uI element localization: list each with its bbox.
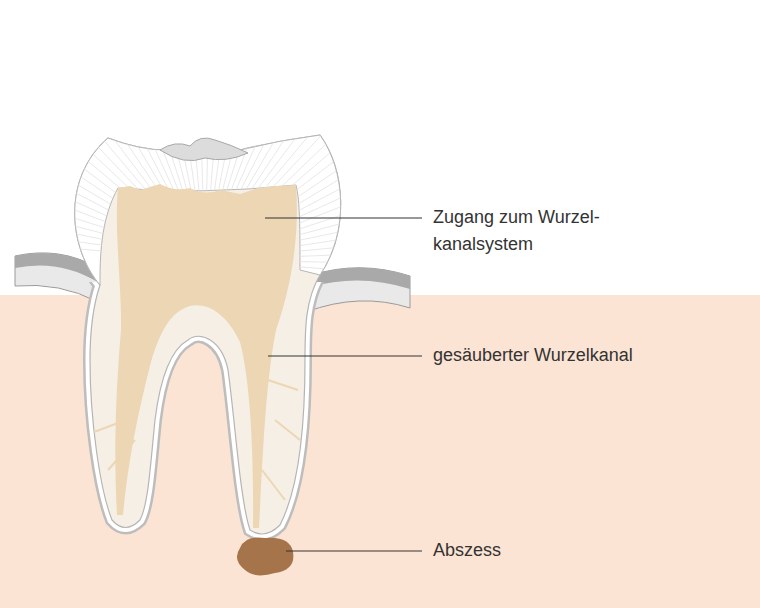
gum-right [306, 268, 410, 312]
part-label: Zugang zum Wurzel- kanalsystem [433, 204, 623, 258]
leader-line [286, 550, 422, 551]
abscess [237, 537, 293, 575]
accessory-canals [94, 380, 300, 500]
periodontal-gap [75, 282, 341, 534]
enamel-stripe [176, 62, 196, 201]
enamel-stripe [213, 62, 232, 201]
enamel-stripe [199, 60, 203, 200]
enamel-stripe [144, 70, 187, 203]
enamel-stripe [155, 66, 190, 201]
part-label: gesäuberter Wurzelkanal [433, 342, 633, 369]
part-label: Abszess [433, 537, 501, 564]
leader-line [268, 355, 422, 356]
enamel-stripe [165, 64, 193, 201]
enamel-stripe [223, 69, 265, 203]
enamel-stripe [229, 77, 285, 205]
gum-right-edge [310, 268, 410, 289]
enamel-stripe [133, 73, 183, 204]
enamel-stripe [206, 60, 209, 200]
filling-remnant [160, 138, 248, 161]
enamel-stripe [210, 61, 221, 201]
enamel-stripe [220, 66, 254, 202]
leader-line [265, 217, 422, 218]
periodontal-ligament [75, 282, 341, 534]
enamel-stripe [188, 61, 200, 200]
enamel-stripe [123, 78, 180, 206]
